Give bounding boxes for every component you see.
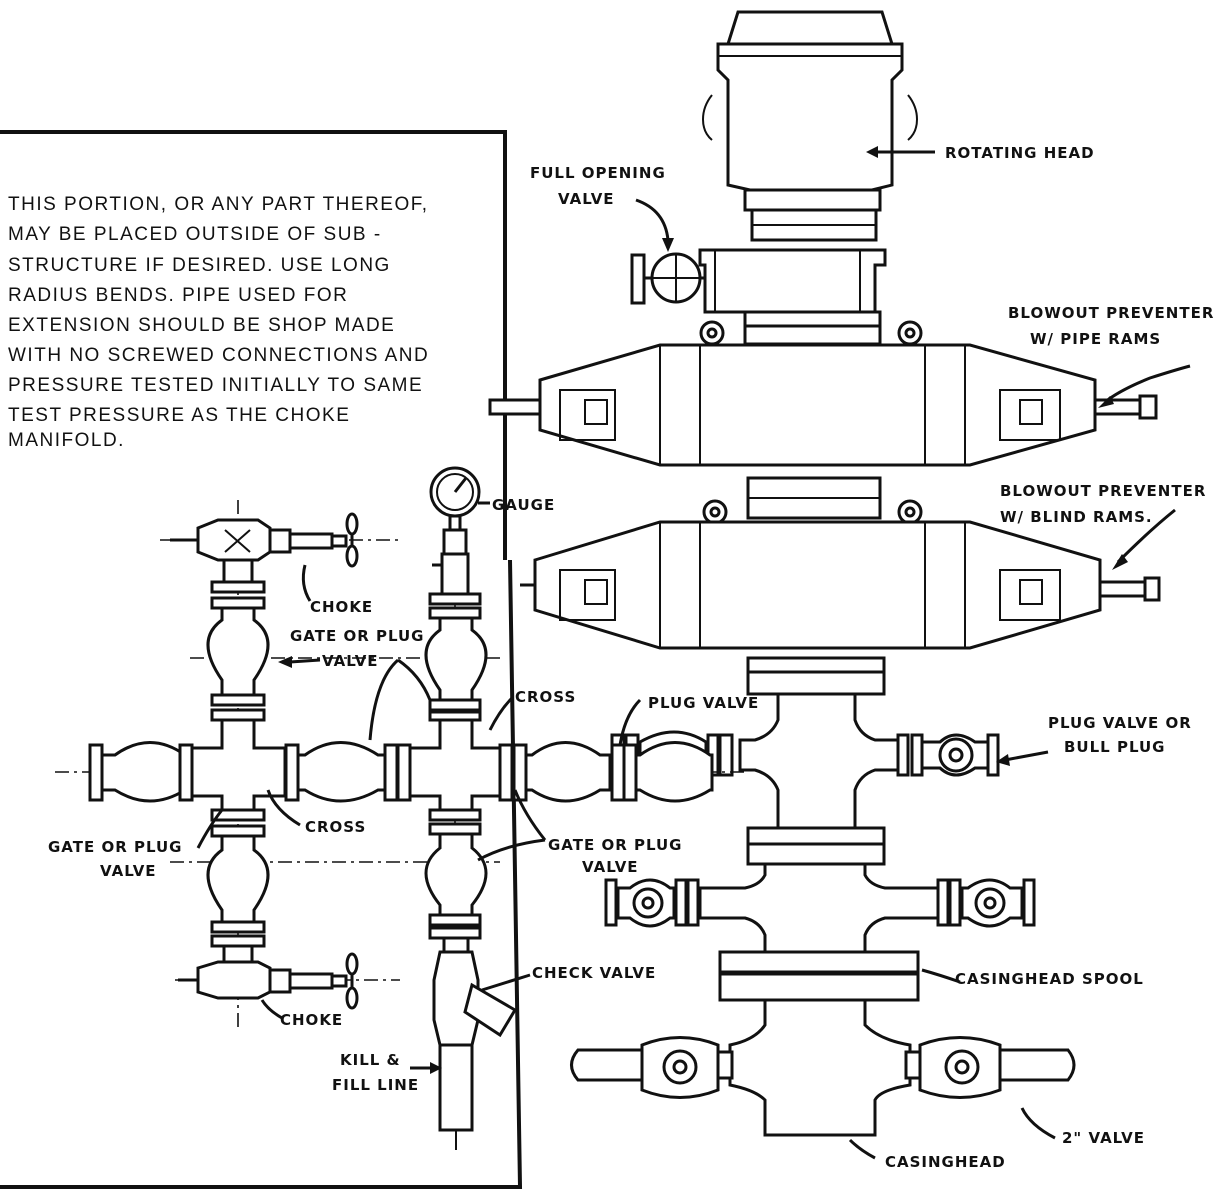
label-plug-bull-2: BULL PLUG [1064, 738, 1165, 756]
component-labels: ROTATING HEAD FULL OPENING VALVE BLOWOUT… [48, 144, 1214, 1171]
label-gate-plug-mid-2: VALVE [582, 858, 639, 876]
label-full-opening-valve-1: FULL OPENING [530, 164, 666, 182]
note-line-3: STRUCTURE IF DESIRED. USE LONG [8, 255, 391, 276]
rotating-head [702, 10, 918, 242]
lower-spool [604, 862, 1036, 954]
note-line-5: EXTENSION SHOULD BE SHOP MADE [8, 315, 395, 336]
note-line-6: WITH NO SCREWED CONNECTIONS AND [8, 345, 429, 366]
label-plug-valve: PLUG VALVE [648, 694, 759, 712]
full-opening-valve [630, 248, 887, 314]
choke-manifold [55, 466, 745, 1150]
label-gauge: GAUGE [492, 496, 555, 514]
label-bop-pipe-2: W/ PIPE RAMS [1030, 330, 1161, 348]
label-gate-plug-left-1: GATE OR PLUG [48, 838, 183, 856]
bop-pipe-rams [488, 310, 1158, 467]
label-gate-plug-top-1: GATE OR PLUG [290, 627, 425, 645]
note-line-8: TEST PRESSURE AS THE CHOKE [8, 405, 350, 426]
label-kill-fill-2: FILL LINE [332, 1076, 419, 1094]
casinghead [570, 998, 1076, 1137]
label-casinghead: CASINGHEAD [885, 1153, 1006, 1171]
label-kill-fill-1: KILL & [340, 1051, 401, 1069]
note-line-4: RADIUS BENDS. PIPE USED FOR [8, 285, 348, 306]
label-casinghead-spool: CASINGHEAD SPOOL [955, 970, 1144, 988]
note-line-9: MANIFOLD. [8, 430, 125, 451]
label-bop-blind-2: W/ BLIND RAMS. [1000, 508, 1153, 526]
placement-note: THIS PORTION, OR ANY PART THEREOF, MAY B… [8, 194, 429, 451]
plug-valve-or-bull-plug [896, 733, 1000, 777]
casinghead-spool [718, 950, 920, 1002]
label-cross-right: CROSS [515, 688, 576, 706]
note-line-1: THIS PORTION, OR ANY PART THEREOF, [8, 194, 429, 215]
note-line-7: PRESSURE TESTED INITIALLY TO SAME [8, 375, 423, 396]
label-full-opening-valve-2: VALVE [558, 190, 615, 208]
label-gate-plug-left-2: VALVE [100, 862, 157, 880]
label-choke-top: CHOKE [310, 598, 373, 616]
label-gate-plug-top-2: VALVE [322, 652, 379, 670]
label-bop-blind-1: BLOWOUT PREVENTER [1000, 482, 1206, 500]
label-gate-plug-mid-1: GATE OR PLUG [548, 836, 683, 854]
leader-lines [196, 146, 1191, 1160]
note-line-2: MAY BE PLACED OUTSIDE OF SUB - [8, 224, 382, 245]
label-cross-left: CROSS [305, 818, 366, 836]
label-bop-pipe-1: BLOWOUT PREVENTER [1008, 304, 1214, 322]
label-plug-bull-1: PLUG VALVE OR [1048, 714, 1192, 732]
label-two-inch-valve: 2" VALVE [1062, 1129, 1145, 1147]
label-choke-bottom: CHOKE [280, 1011, 343, 1029]
bop-blind-rams [520, 476, 1161, 650]
label-check-valve: CHECK VALVE [532, 964, 656, 982]
drilling-spool [738, 656, 902, 866]
label-rotating-head: ROTATING HEAD [945, 144, 1095, 162]
